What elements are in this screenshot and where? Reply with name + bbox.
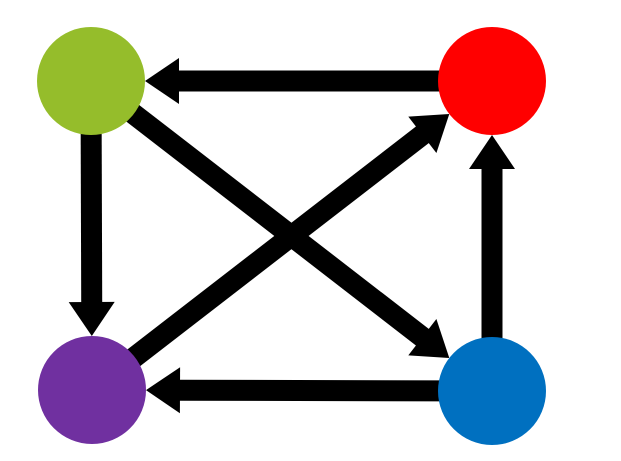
- arrowhead-icon: [68, 301, 115, 336]
- edge-shaft: [122, 125, 431, 370]
- edges-layer: [68, 58, 515, 414]
- node-top-right: [438, 27, 546, 135]
- arrowhead-icon: [146, 367, 181, 414]
- arrowhead-icon: [408, 114, 450, 153]
- nodes-layer: [37, 27, 546, 445]
- arrowhead-icon: [145, 58, 179, 104]
- edge-shaft: [80, 127, 103, 305]
- node-top-left: [37, 27, 145, 135]
- edge-top-right-to-top-left: [145, 58, 445, 104]
- edge-bottom-right-to-bottom-left: [146, 367, 446, 414]
- node-bottom-right: [438, 337, 546, 445]
- arrowhead-icon: [469, 135, 515, 169]
- edge-bottom-right-to-top-right: [469, 135, 515, 344]
- arrowhead-icon: [408, 319, 450, 358]
- node-bottom-left: [38, 336, 146, 444]
- edge-bottom-left-to-top-right: [122, 114, 450, 370]
- edge-shaft: [121, 101, 431, 347]
- edge-shaft: [177, 379, 446, 402]
- edge-top-left-to-bottom-left: [68, 127, 115, 336]
- edge-top-left-to-bottom-right: [121, 101, 450, 358]
